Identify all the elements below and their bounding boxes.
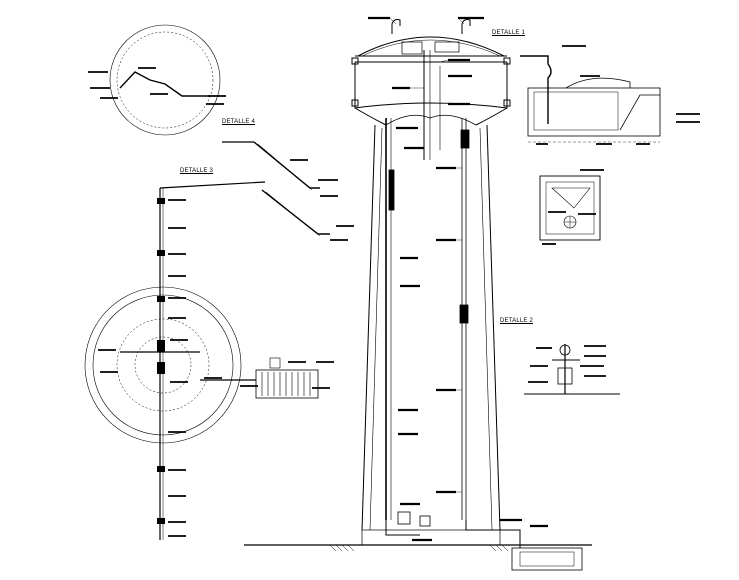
detail-3-title: DETALLE 3 <box>180 168 214 174</box>
tower-leader-notes <box>368 16 548 542</box>
detail-1 <box>520 45 700 145</box>
detail-4 <box>222 141 354 241</box>
detail-3 <box>84 181 334 540</box>
detail-4-title: DETALLE 4 <box>222 119 256 125</box>
detail-1-title: DETALLE 1 <box>492 30 526 36</box>
foundation <box>361 529 501 546</box>
riser-pipes <box>385 50 583 571</box>
valve-box-section <box>539 169 604 245</box>
ground-hatch <box>329 544 509 552</box>
detail-2 <box>524 344 620 395</box>
tower-leader-lines <box>389 17 465 493</box>
plan-view-top <box>88 24 226 136</box>
tower-elevation <box>244 16 592 571</box>
tank <box>351 19 511 126</box>
detail-2-title: DETALLE 2 <box>500 318 534 324</box>
